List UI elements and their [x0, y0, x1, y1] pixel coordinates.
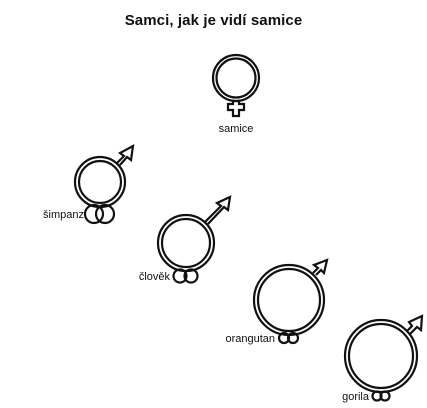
gorilla-ring [343, 318, 419, 394]
female-cross [226, 99, 246, 118]
label-gorilla: gorila [342, 391, 370, 403]
gorilla-testis-right [379, 390, 391, 402]
orangutan-ring [252, 263, 326, 337]
chimp-arrow [116, 143, 135, 166]
female-ring-inner [215, 57, 257, 99]
orangutan-ring-inner [256, 267, 322, 333]
female-ring [211, 53, 261, 103]
orangutan-symbol [252, 258, 329, 345]
human-symbol [156, 195, 232, 284]
human-testis-right [183, 268, 199, 284]
human-arrow [204, 195, 232, 225]
human-ring-inner [160, 217, 212, 269]
diagram-title: Samci, jak je vidí samice [124, 12, 303, 29]
chimp-ring-inner [77, 159, 123, 205]
female-symbol [211, 53, 261, 118]
label-chimp: šimpanz [43, 209, 84, 221]
label-human: člověk [139, 271, 171, 283]
gorilla-symbol [343, 314, 424, 402]
gorilla-arrow [406, 314, 424, 335]
human-ring [156, 213, 216, 273]
label-orangutan: orangutan [225, 333, 275, 345]
human-testis-left [172, 268, 188, 284]
chimp-testis-left [83, 203, 105, 225]
orangutan-testis-right [286, 331, 300, 345]
chimp-testis-right [94, 203, 116, 225]
chimp-ring [73, 155, 127, 209]
gorilla-ring-inner [347, 322, 415, 390]
chimp-symbol [73, 143, 135, 225]
orangutan-arrow [311, 258, 329, 276]
label-female: samice [219, 123, 254, 135]
